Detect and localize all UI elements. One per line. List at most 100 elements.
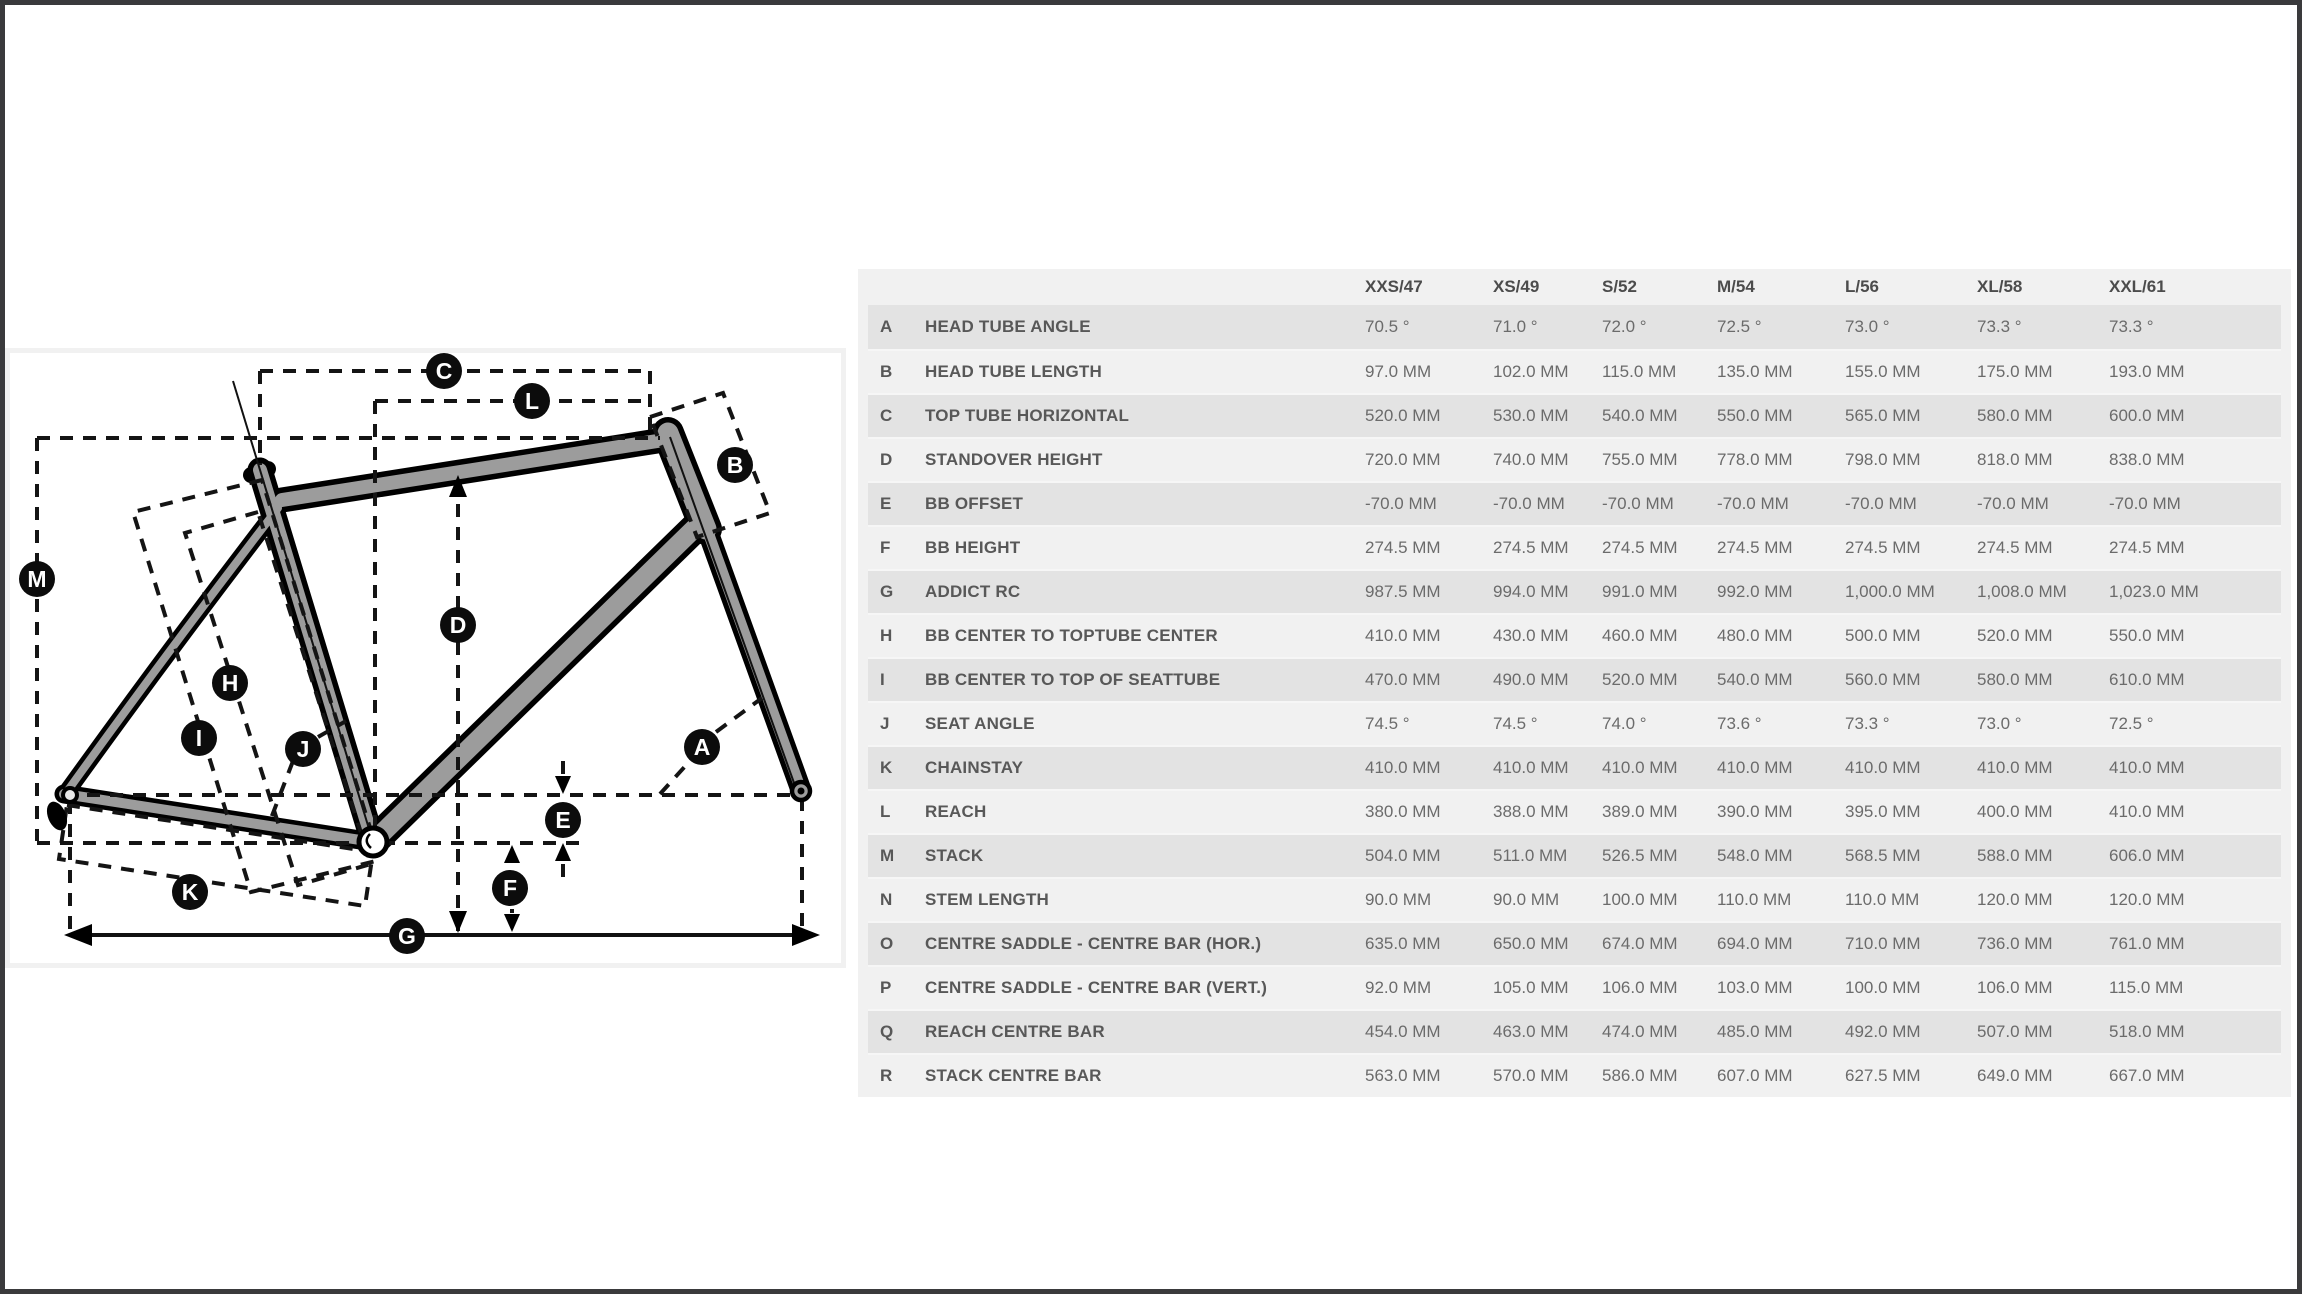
row-value: 74.5 ° bbox=[1365, 714, 1410, 733]
row-value: 994.0 MM bbox=[1493, 582, 1569, 601]
row-value: 410.0 MM bbox=[1602, 758, 1678, 777]
row-value: 430.0 MM bbox=[1493, 626, 1569, 645]
row-value: 838.0 MM bbox=[2109, 450, 2185, 469]
diagram-label-g: G bbox=[389, 918, 425, 954]
row-value: 720.0 MM bbox=[1365, 450, 1441, 469]
row-value: 115.0 MM bbox=[2109, 978, 2184, 997]
head-tube-length-box-B bbox=[647, 390, 773, 540]
row-value: 550.0 MM bbox=[2109, 626, 2185, 645]
row-value: 798.0 MM bbox=[1845, 450, 1921, 469]
row-label: SEAT ANGLE bbox=[925, 714, 1035, 733]
row-value: 492.0 MM bbox=[1845, 1022, 1921, 1041]
row-value: 504.0 MM bbox=[1365, 846, 1441, 865]
row-value: 570.0 MM bbox=[1493, 1066, 1569, 1085]
row-value: 563.0 MM bbox=[1365, 1066, 1441, 1085]
row-label: STEM LENGTH bbox=[925, 890, 1050, 909]
row-value: 520.0 MM bbox=[1602, 670, 1678, 689]
row-label: STACK bbox=[925, 846, 984, 865]
row-value: 72.0 ° bbox=[1602, 317, 1647, 336]
row-value: 507.0 MM bbox=[1977, 1022, 2053, 1041]
row-label: REACH bbox=[925, 802, 987, 821]
row-value: 526.5 MM bbox=[1602, 846, 1678, 865]
row-value: 193.0 MM bbox=[2109, 362, 2185, 381]
size-column-header: M/54 bbox=[1717, 277, 1755, 296]
row-value: 410.0 MM bbox=[1365, 758, 1441, 777]
row-letter: H bbox=[880, 626, 893, 645]
row-letter: K bbox=[880, 758, 893, 777]
row-value: 548.0 MM bbox=[1717, 846, 1793, 865]
row-value: 674.0 MM bbox=[1602, 934, 1678, 953]
row-value: 74.5 ° bbox=[1493, 714, 1538, 733]
arrow-down bbox=[449, 911, 467, 933]
row-value: -70.0 MM bbox=[2109, 494, 2181, 513]
row-value: 73.3 ° bbox=[1977, 317, 2022, 336]
diagram-label-l: L bbox=[514, 383, 550, 419]
row-value: 73.0 ° bbox=[1977, 714, 2022, 733]
row-value: 274.5 MM bbox=[1602, 538, 1678, 557]
row-letter: F bbox=[880, 538, 891, 557]
arrow-up bbox=[555, 843, 571, 861]
row-value: 274.5 MM bbox=[1977, 538, 2053, 557]
row-value: 736.0 MM bbox=[1977, 934, 2053, 953]
diagram-label-c: C bbox=[426, 353, 462, 389]
row-value: 395.0 MM bbox=[1845, 802, 1921, 821]
row-value: -70.0 MM bbox=[1365, 494, 1437, 513]
row-value: 410.0 MM bbox=[1845, 758, 1921, 777]
diagram-label-f: F bbox=[492, 870, 528, 906]
head-angle-leader-A bbox=[658, 760, 691, 796]
row-value: 560.0 MM bbox=[1845, 670, 1921, 689]
row-value: -70.0 MM bbox=[1977, 494, 2049, 513]
row-label: TOP TUBE HORIZONTAL bbox=[925, 406, 1130, 425]
row-value: 274.5 MM bbox=[1365, 538, 1441, 557]
row-value: 1,023.0 MM bbox=[2109, 582, 2199, 601]
row-label: BB CENTER TO TOP OF SEATTUBE bbox=[925, 670, 1221, 689]
row-value: 73.3 ° bbox=[1845, 714, 1890, 733]
row-value: 105.0 MM bbox=[1493, 978, 1569, 997]
row-value: 740.0 MM bbox=[1493, 450, 1569, 469]
row-value: 103.0 MM bbox=[1717, 978, 1793, 997]
size-column-header: XL/58 bbox=[1977, 277, 2023, 296]
row-value: 588.0 MM bbox=[1977, 846, 2053, 865]
row-value: -70.0 MM bbox=[1493, 494, 1565, 513]
row-value: 520.0 MM bbox=[1365, 406, 1441, 425]
row-value: 110.0 MM bbox=[1845, 890, 1920, 909]
row-value: 389.0 MM bbox=[1602, 802, 1678, 821]
row-value: -70.0 MM bbox=[1845, 494, 1917, 513]
row-label: CENTRE SADDLE - CENTRE BAR (HOR.) bbox=[925, 934, 1262, 953]
row-value: 274.5 MM bbox=[2109, 538, 2185, 557]
size-column-header: L/56 bbox=[1845, 277, 1880, 296]
row-value: 755.0 MM bbox=[1602, 450, 1678, 469]
row-value: 530.0 MM bbox=[1493, 406, 1569, 425]
row-value: 175.0 MM bbox=[1977, 362, 2053, 381]
row-value: 72.5 ° bbox=[1717, 317, 1762, 336]
row-value: 568.5 MM bbox=[1845, 846, 1921, 865]
row-value: 73.0 ° bbox=[1845, 317, 1890, 336]
row-letter: C bbox=[880, 406, 893, 425]
rear-axle bbox=[61, 786, 79, 804]
row-value: 274.5 MM bbox=[1493, 538, 1569, 557]
row-value: 70.5 ° bbox=[1365, 317, 1410, 336]
row-value: 73.6 ° bbox=[1717, 714, 1762, 733]
row-value: 100.0 MM bbox=[1602, 890, 1678, 909]
wheelbase-line-G bbox=[64, 924, 820, 946]
row-value: 540.0 MM bbox=[1717, 670, 1793, 689]
row-value: 635.0 MM bbox=[1365, 934, 1441, 953]
diagram-label-j: J bbox=[285, 731, 321, 767]
row-value: 580.0 MM bbox=[1977, 406, 2053, 425]
row-value: 106.0 MM bbox=[1602, 978, 1678, 997]
row-value: 400.0 MM bbox=[1977, 802, 2053, 821]
row-letter: R bbox=[880, 1066, 893, 1085]
row-letter: G bbox=[880, 582, 894, 601]
row-value: 155.0 MM bbox=[1845, 362, 1921, 381]
row-letter: B bbox=[880, 362, 893, 381]
